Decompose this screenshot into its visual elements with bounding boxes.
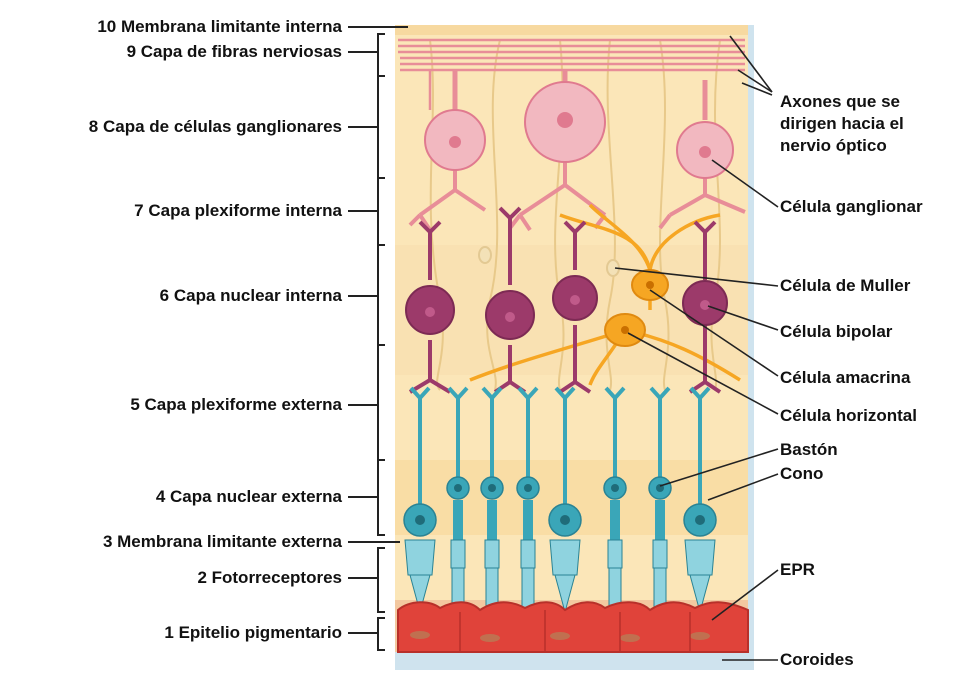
axones-label-line-3: nervio óptico bbox=[780, 136, 887, 156]
amacrine-cell-label: Célula amacrina bbox=[780, 368, 910, 388]
bipolar-cell-label: Célula bipolar bbox=[780, 322, 892, 342]
axones-label-line-2: dirigen hacia el bbox=[780, 114, 904, 134]
layer-label-4: 4 Capa nuclear externa bbox=[156, 487, 342, 507]
horizontal-cell-label: Célula horizontal bbox=[780, 406, 917, 426]
choroid-label: Coroides bbox=[780, 650, 854, 670]
cone-label: Cono bbox=[780, 464, 823, 484]
layer-label-7: 7 Capa plexiforme interna bbox=[134, 201, 342, 221]
rod-label: Bastón bbox=[780, 440, 838, 460]
pigment-epithelium bbox=[398, 602, 748, 652]
layer-label-8: 8 Capa de células ganglionares bbox=[89, 117, 342, 137]
layer-label-1: 1 Epitelio pigmentario bbox=[164, 623, 342, 643]
rpe-label: EPR bbox=[780, 560, 815, 580]
axones-label-line-1: Axones que se bbox=[780, 92, 900, 112]
layer-label-3: 3 Membrana limitante externa bbox=[103, 532, 342, 552]
layer-label-2: 2 Fotorreceptores bbox=[197, 568, 342, 588]
layer-label-9: 9 Capa de fibras nerviosas bbox=[127, 42, 342, 62]
layer-label-6: 6 Capa nuclear interna bbox=[160, 286, 342, 306]
ganglion-cell-label: Célula ganglionar bbox=[780, 197, 923, 217]
layer-label-10: 10 Membrana limitante interna bbox=[97, 17, 342, 37]
layer-label-5: 5 Capa plexiforme externa bbox=[130, 395, 342, 415]
muller-cell-label: Célula de Muller bbox=[780, 276, 910, 296]
